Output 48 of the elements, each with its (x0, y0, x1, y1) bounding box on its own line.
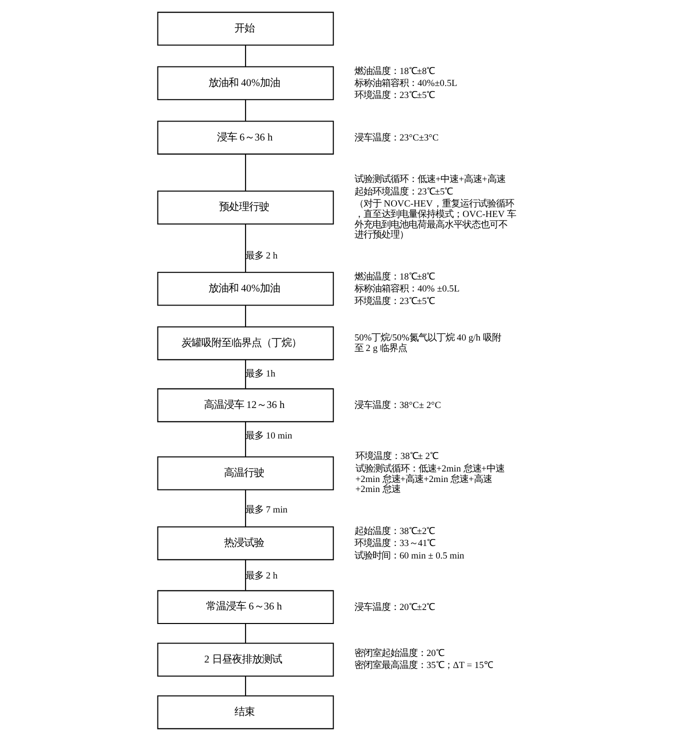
node-label: 环境温度：23℃±5℃ (354, 91, 434, 102)
connector (244, 306, 246, 327)
node-label: 试验时间：60 min ± 0.5 min (354, 551, 464, 562)
edge-label: 最多 1h (245, 370, 275, 380)
node-box: 高温行驶 (156, 456, 334, 490)
node-label: 浸车温度：20℃±2℃ (354, 602, 434, 613)
node-label: 起始温度：38℃±2℃ (354, 526, 434, 537)
node-box: 高温浸车 12～36 h (156, 388, 334, 422)
node-box: 热浸试验 (156, 526, 334, 560)
node-label: 环境温度：38℃± 2℃ (354, 452, 438, 462)
connector (244, 624, 246, 644)
node-label: 浸车温度：23°C±3°C (354, 133, 438, 144)
connector (244, 490, 246, 527)
node-box: 浸车 6～36 h (156, 120, 334, 155)
node-label: 燃油温度：18℃±8℃ (354, 66, 434, 77)
node-box: 结束 (156, 695, 334, 730)
node-box: 常温浸车 6～36 h (156, 590, 334, 624)
node-label: 起始环境温度：23℃±5℃ (354, 187, 452, 198)
connector (244, 676, 246, 696)
connector (244, 224, 246, 272)
edge-label: 最多 2 h (245, 571, 278, 582)
connector (244, 100, 246, 121)
node-box: 2 日昼夜排放测试 (156, 642, 334, 677)
node-label: 环境温度：23℃±5℃ (354, 296, 434, 307)
node-label: （对于 NOVC-HEV，重复运行试验循环，直至达到电量保持模式；OVC-HEV 车外充电到电池电荷最高水平状态也可不进行预处理） (354, 200, 516, 241)
node-label: 试验测试循环：低速+2min 怠速+中速+2min 怠速+高速+2min 怠速+高速+2min 怠速 (354, 464, 504, 496)
connector (244, 422, 246, 457)
node-box: 开始 (156, 12, 334, 46)
connector (244, 560, 246, 590)
connector (244, 360, 246, 388)
connector (244, 45, 246, 66)
node-label: 50%丁烷/50%氮气以丁烷 40 g/h 吸附至 2 g 临界点 (354, 333, 500, 354)
connector (244, 154, 246, 191)
node-label: 燃油温度：18℃±8℃ (354, 272, 434, 282)
node-label: 标称油箱容积：40%±0.5L (354, 79, 457, 90)
edge-label: 最多 2 h (245, 251, 278, 262)
node-label: 密闭室起始温度：20℃ (354, 648, 444, 659)
node-label: 环境温度：33～41℃ (354, 539, 435, 550)
node-box: 放油和 40%加油 (156, 66, 334, 100)
node-label: 试验测试循环：低速+中速+高速+高速 (354, 175, 505, 186)
node-box: 预处理行驶 (156, 190, 334, 225)
node-label: 标称油箱容积：40% ±0.5L (354, 284, 460, 295)
node-label: 浸车温度：38°C± 2°C (354, 401, 441, 412)
edge-label: 最多 10 min (245, 432, 292, 442)
node-label: 密闭室最高温度：35℃；ΔT = 15℃ (354, 661, 492, 672)
node-box: 放油和 40%加油 (156, 272, 334, 306)
node-box: 炭罐吸附至临界点（丁烷） (156, 326, 334, 360)
edge-label: 最多 7 min (245, 506, 288, 516)
